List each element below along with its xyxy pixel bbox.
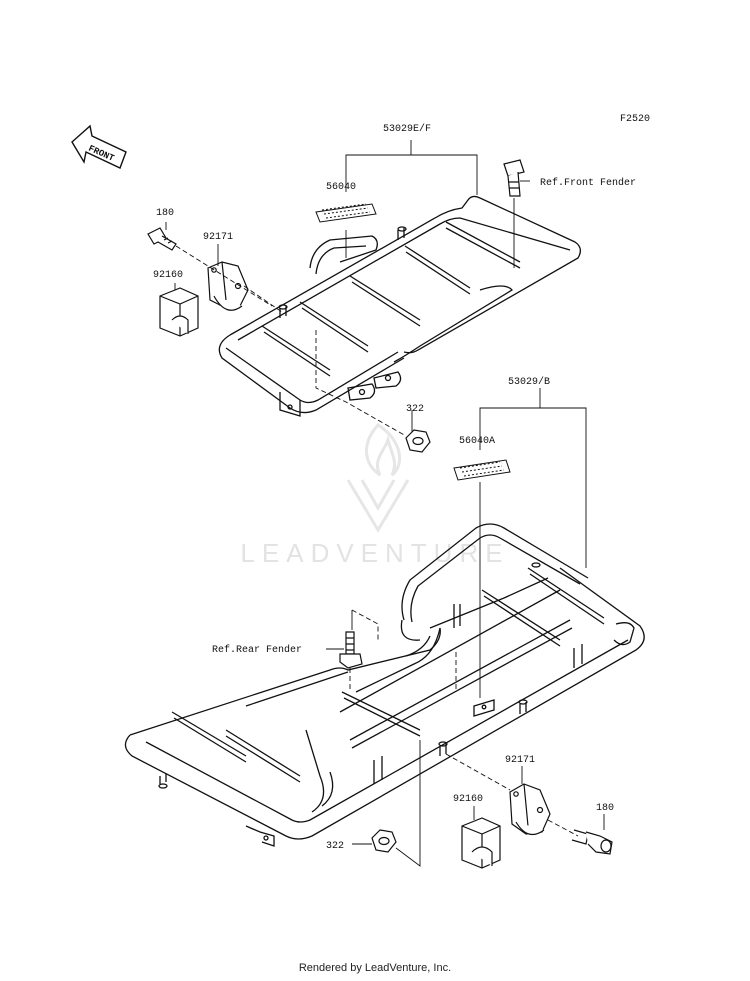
bracket-lower-icon	[509, 783, 551, 836]
front-rack-label-icon	[315, 203, 377, 223]
nut-lower-icon	[371, 829, 397, 853]
rear-fender-bolt-icon	[339, 631, 363, 669]
nut-upper-icon	[405, 429, 431, 453]
label-53029B: 53029/B	[508, 376, 550, 388]
bolt-lower-icon	[571, 829, 613, 855]
front-carrier-rack	[218, 195, 582, 417]
label-56040: 56040	[326, 182, 356, 193]
watermark-brand: LEADVENTURE	[240, 538, 510, 568]
ref-front-fender: Ref.Front Fender	[540, 177, 636, 189]
bolt-upper-icon	[147, 227, 177, 251]
label-56040A: 56040A	[459, 436, 495, 447]
ref-rear-fender: Ref.Rear Fender	[212, 644, 302, 656]
footer-credit: Rendered by LeadVenture, Inc.	[298, 962, 452, 974]
clamp-lower-icon	[461, 817, 501, 869]
clamp-upper-icon	[159, 287, 199, 337]
rear-rack-leader-lines	[326, 388, 605, 867]
label-180-lower: 180	[596, 803, 614, 814]
label-92171-lower: 92171	[505, 755, 535, 766]
label-92160-upper: 92160	[153, 270, 183, 281]
diagram-code: F2520	[620, 114, 650, 125]
label-92160-lower: 92160	[453, 794, 483, 805]
rear-carrier-rack	[124, 523, 645, 847]
front-rack-leader-lines	[165, 140, 530, 437]
watermark-logo-icon	[346, 423, 410, 533]
label-92171-upper: 92171	[203, 232, 233, 243]
bracket-upper-icon	[207, 261, 249, 311]
front-arrow-icon: FRONT	[71, 124, 127, 169]
front-fender-bolt-icon	[503, 159, 525, 197]
label-322-upper: 322	[406, 404, 424, 415]
label-322-lower: 322	[326, 841, 344, 852]
rear-rack-label-icon	[453, 459, 511, 481]
label-53029EF: 53029E/F	[383, 123, 431, 135]
label-180-upper: 180	[156, 208, 174, 219]
